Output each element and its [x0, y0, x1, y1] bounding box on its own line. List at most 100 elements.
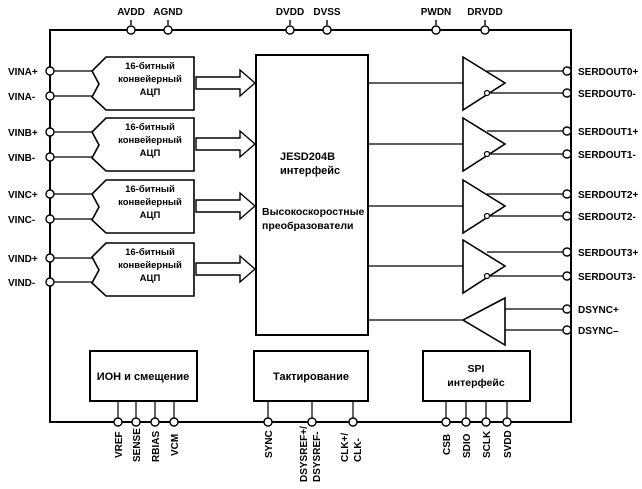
- adc-block: [91, 179, 195, 234]
- top-pin-drvdd: DRVDD: [467, 7, 503, 35]
- output-label-neg: SERDOUT1-: [578, 150, 636, 161]
- input-pin-pos: [45, 189, 55, 199]
- bottom-pin-label: RBIAS: [151, 431, 162, 462]
- adc-label-line3: АЦП: [140, 148, 161, 159]
- adc-label-line3: АЦП: [140, 87, 161, 98]
- output-label-pos: SERDOUT2+: [578, 190, 638, 201]
- bottom-pin-label: VREF: [114, 431, 125, 458]
- bottom-pin-sdio: SDIO: [461, 401, 473, 458]
- adc-channel-b: VINB+ VINB- 16-битный конвейерный АЦП: [8, 117, 257, 172]
- clock-label: Тактирование: [273, 371, 349, 383]
- jesd-subtitle-line2: преобразователи: [262, 220, 354, 232]
- output-pin-neg: [562, 271, 572, 281]
- bottom-pin-label: CSB: [442, 434, 453, 455]
- serdout-driver-1: SERDOUT1+ SERDOUT1-: [368, 116, 638, 173]
- output-pin-neg: [562, 88, 572, 98]
- input-pin-neg: [45, 214, 55, 224]
- bottom-pin-label-line2: CLK-: [353, 438, 364, 462]
- input-label-pos: VINB+: [8, 128, 38, 139]
- output-label-neg: SERDOUT2-: [578, 212, 636, 223]
- bottom-pin-label: SENSE: [132, 428, 143, 462]
- adc-label-line1: 16-битный: [125, 184, 175, 195]
- bottom-pin-label: SCLK: [482, 430, 493, 458]
- adc-channel-c: VINC+ VINC- 16-битный конвейерный АЦП: [8, 179, 257, 234]
- driver-triangle: [462, 116, 507, 173]
- input-label-neg: VIND-: [8, 278, 35, 289]
- spi-label-line1: SPI: [468, 363, 485, 375]
- adc-label-line1: 16-битный: [125, 122, 175, 133]
- bottom-pin-dsysref: DSYSREF+/ DSYSREF-: [299, 401, 323, 482]
- bottom-pin-label-line2: DSYSREF-: [312, 431, 323, 482]
- receiver-triangle: [461, 296, 506, 347]
- bottom-pin-label: VCM: [170, 434, 181, 456]
- bus-arrow: [195, 129, 257, 159]
- adc-channel-d: VIND+ VIND- 16-битный конвейерный АЦП: [8, 242, 257, 297]
- top-pin-dvdd: DVDD: [276, 7, 304, 35]
- output-label-neg: SERDOUT3-: [578, 272, 636, 283]
- dsync-receiver: DSYNC+ DSYNC–: [368, 296, 619, 347]
- bottom-pins: VREF SENSE RBIAS VCM SYNC DSYSREF+/: [113, 401, 514, 482]
- input-pin-neg: [45, 277, 55, 287]
- driver-triangle: [462, 55, 507, 112]
- adc-label-line3: АЦП: [140, 273, 161, 284]
- top-pin-label: AGND: [153, 7, 182, 18]
- jesd-title-line1: JESD204B: [280, 151, 335, 163]
- dsync-pin-pos: [562, 304, 572, 314]
- adc-channel-a: VINA+ VINA- 16-битный конвейерный АЦП: [8, 56, 257, 111]
- jesd-title-line2: интерфейс: [280, 165, 340, 177]
- adc-label-line2: конвейерный: [118, 260, 182, 271]
- adc-label-line1: 16-битный: [125, 247, 175, 258]
- bottom-pin-clk: CLK+/ CLK-: [340, 401, 364, 462]
- bottom-pin-csb: CSB: [441, 401, 453, 455]
- bus-arrow: [195, 68, 257, 98]
- bottom-pin-vcm: VCM: [169, 401, 181, 456]
- driver-triangle: [462, 178, 507, 235]
- top-pins: AVDD AGND DVDD DVSS PWDN DRVDD: [117, 7, 503, 35]
- top-pin-agnd: AGND: [153, 7, 183, 35]
- input-label-pos: VIND+: [8, 254, 38, 265]
- jesd-block: [255, 54, 369, 336]
- output-pin-neg: [562, 149, 572, 159]
- clock-block: Тактирование: [253, 350, 369, 402]
- input-label-neg: VINC-: [8, 215, 35, 226]
- output-label-neg: SERDOUT0-: [578, 89, 636, 100]
- bus-arrow: [195, 191, 257, 221]
- serdout-driver-3: SERDOUT3+ SERDOUT3-: [368, 238, 638, 295]
- adc-label-line2: конвейерный: [118, 197, 182, 208]
- bottom-pin-sync: SYNC: [263, 401, 275, 458]
- output-pin-pos: [562, 126, 572, 136]
- bottom-pin-vref: VREF: [113, 401, 125, 458]
- bottom-pin-label: SVDD: [503, 430, 514, 458]
- adc-block: [91, 242, 195, 297]
- adc-block: [91, 56, 195, 111]
- dsync-label-pos: DSYNC+: [578, 305, 619, 316]
- input-pin-neg: [45, 91, 55, 101]
- input-pin-pos: [45, 127, 55, 137]
- bottom-pin-svdd: SVDD: [502, 401, 514, 458]
- top-pin-dvss: DVSS: [313, 7, 341, 35]
- bottom-pin-label: SYNC: [264, 430, 275, 458]
- top-pin-label: AVDD: [117, 7, 145, 18]
- input-pin-pos: [45, 253, 55, 263]
- output-pin-pos: [562, 66, 572, 76]
- top-pin-label: DVDD: [276, 7, 304, 18]
- top-pin-label: DVSS: [313, 7, 341, 18]
- input-label-neg: VINA-: [8, 92, 35, 103]
- serdout-driver-0: SERDOUT0+ SERDOUT0-: [368, 55, 638, 112]
- bottom-pin-rbias: RBIAS: [150, 401, 162, 462]
- output-label-pos: SERDOUT3+: [578, 248, 638, 259]
- input-label-neg: VINB-: [8, 153, 35, 164]
- output-pin-neg: [562, 211, 572, 221]
- top-pin-pwdn: PWDN: [421, 7, 451, 35]
- jesd-subtitle-line1: Высокоскоростные: [262, 206, 365, 218]
- spi-label-line2: интерфейс: [447, 377, 505, 389]
- bus-arrow: [195, 254, 257, 284]
- adc-label-line3: АЦП: [140, 210, 161, 221]
- bottom-pin-sclk: SCLK: [481, 401, 493, 458]
- input-label-pos: VINC+: [8, 190, 38, 201]
- adc-label-line1: 16-битный: [125, 61, 175, 72]
- spi-block: SPI интерфейс: [422, 350, 531, 402]
- bottom-pin-label: SDIO: [462, 433, 473, 458]
